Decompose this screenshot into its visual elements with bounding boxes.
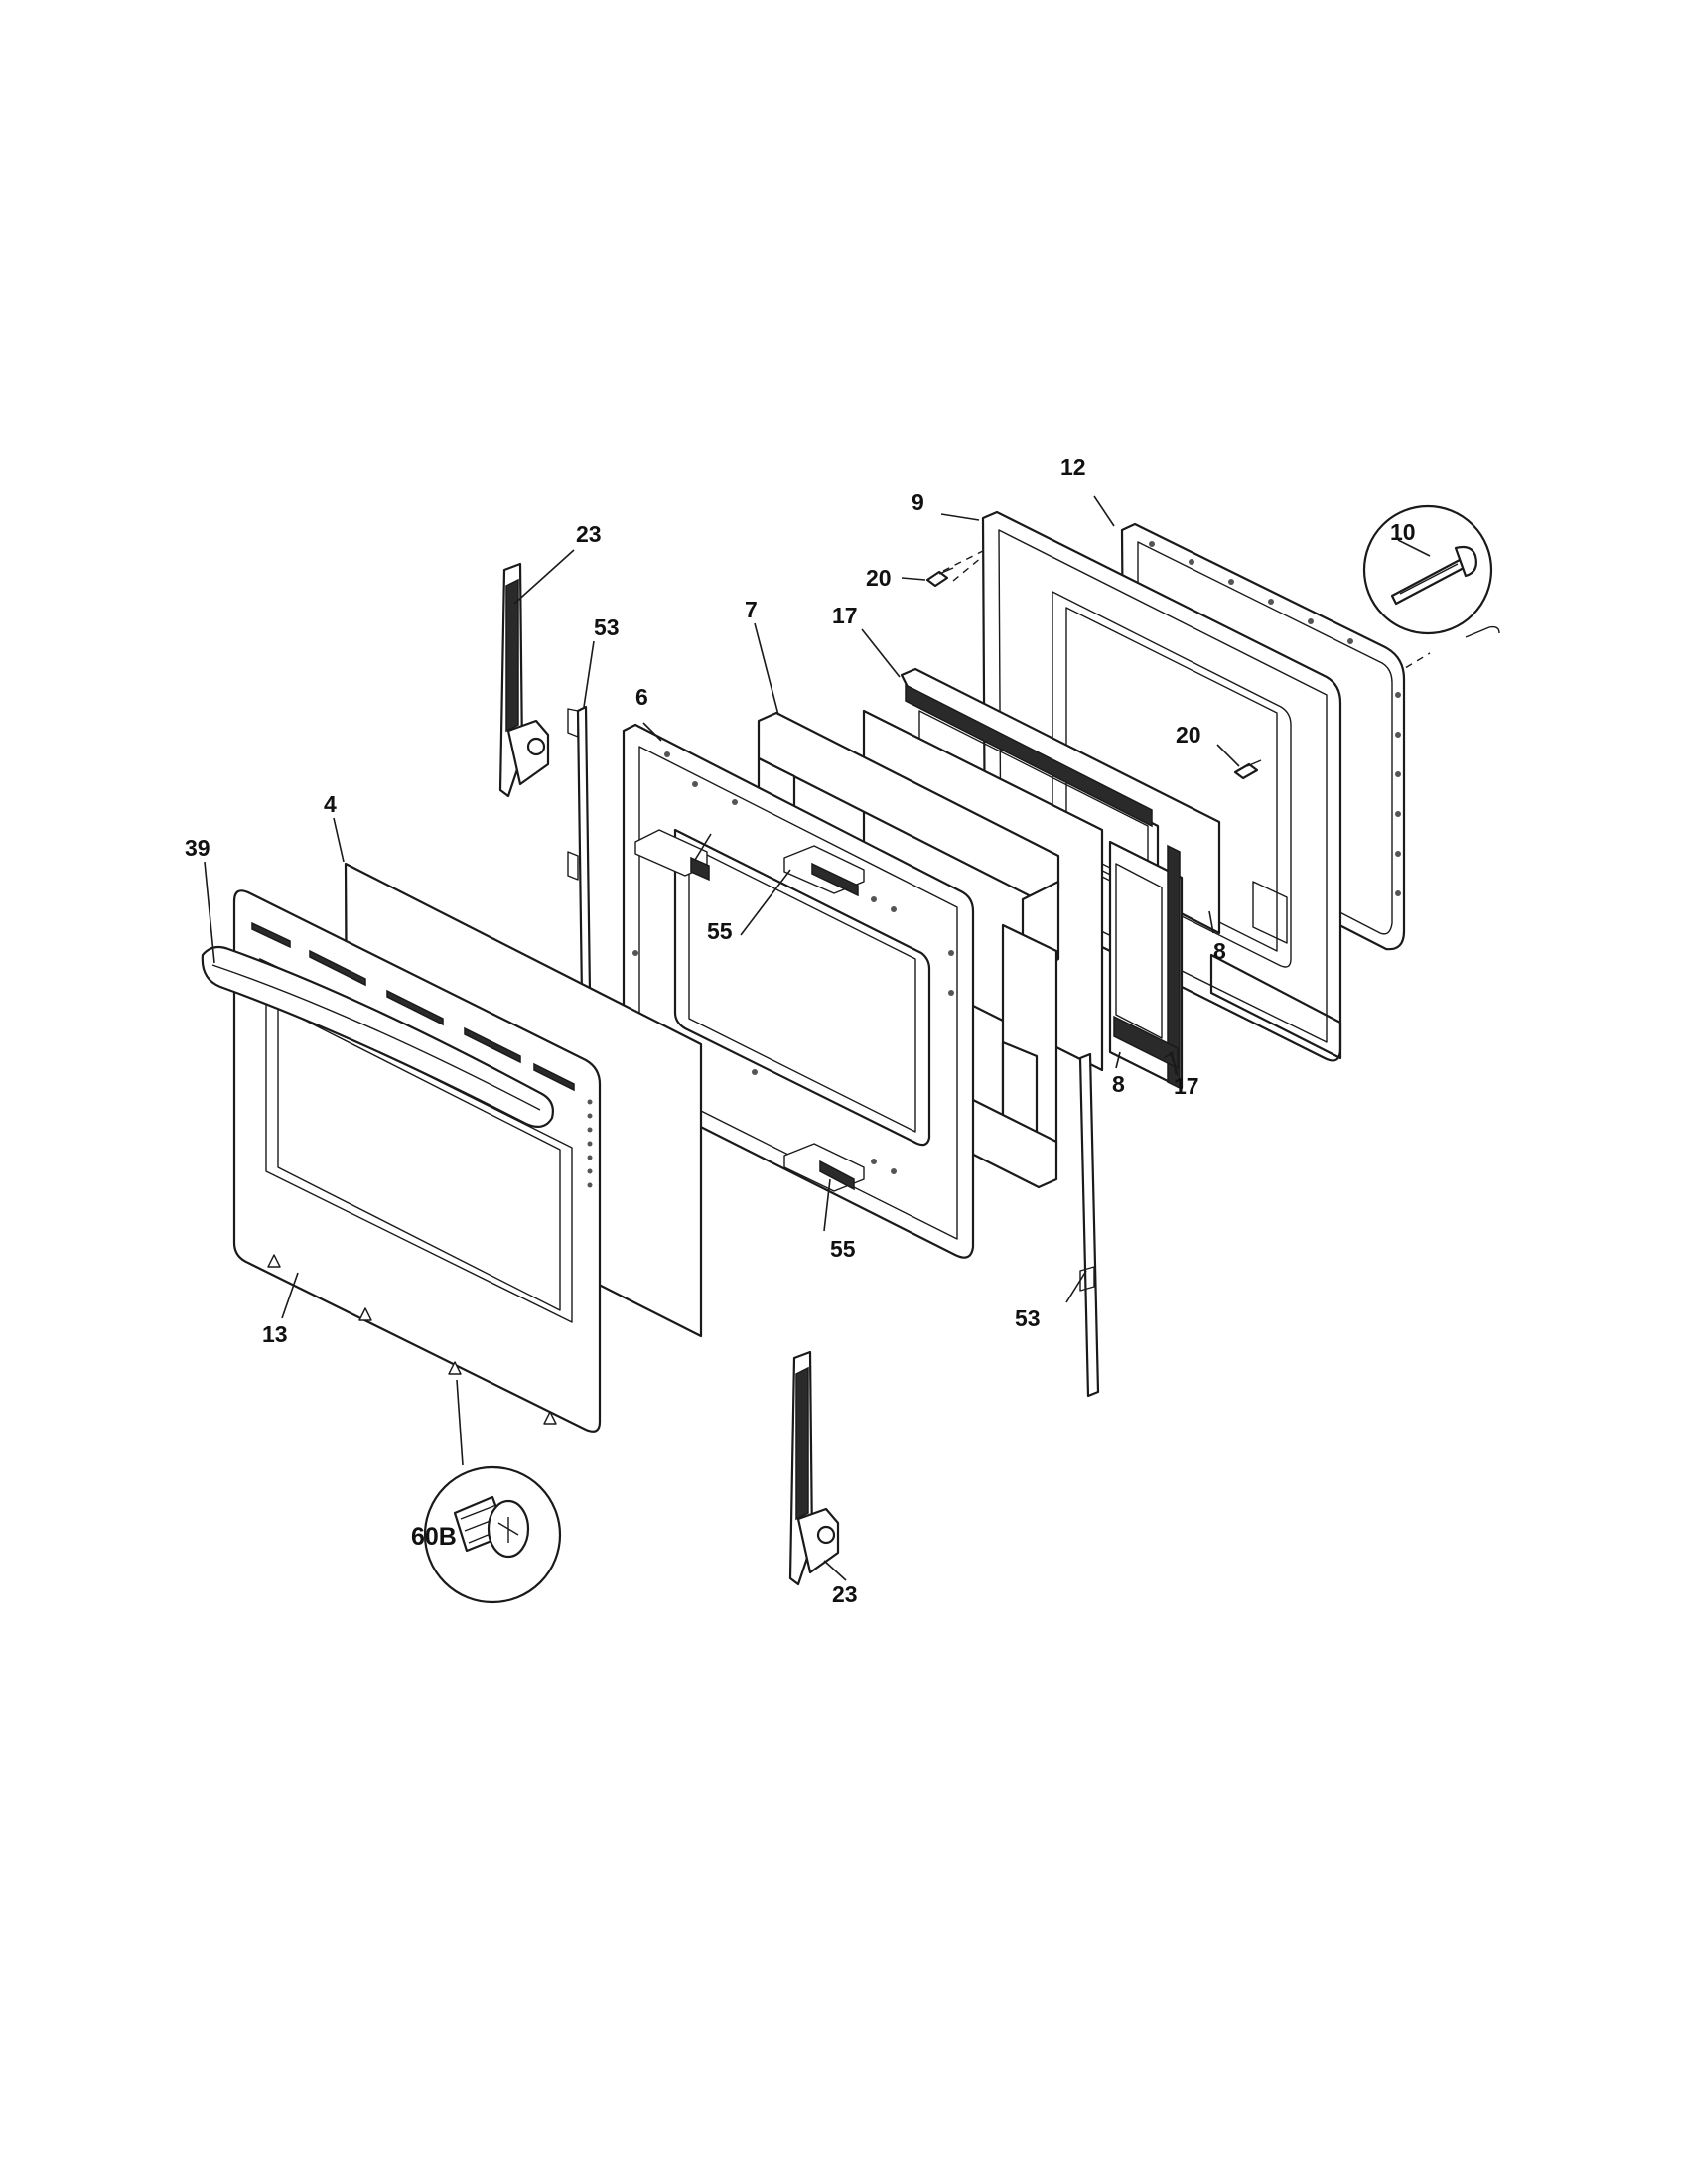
part-17-glass-pack-upper	[900, 667, 1221, 935]
part-53-door-trim-lower	[1078, 1052, 1100, 1398]
part-10-detail-callout	[1362, 504, 1500, 638]
callout-55-upper: 55	[707, 918, 733, 944]
part-60b-detail-callout	[423, 1465, 562, 1604]
part-23-hinge-lower	[788, 1350, 840, 1586]
callout-20-lower: 20	[1176, 722, 1201, 748]
callout-7: 7	[745, 597, 758, 622]
part-39-door-handle	[201, 945, 554, 1129]
callout-53-lower: 53	[1015, 1305, 1041, 1331]
part-20-screw-upper	[925, 567, 954, 588]
callout-60b: 60B	[411, 1523, 457, 1551]
callout-13: 13	[262, 1321, 288, 1347]
callout-39: 39	[185, 835, 210, 861]
part-53-door-trim-upper	[567, 705, 592, 999]
leader-lines	[204, 495, 1431, 1581]
part-6-door-frame	[622, 723, 975, 1259]
callout-55-lower: 55	[830, 1236, 856, 1262]
callout-17-lower: 17	[1174, 1073, 1199, 1099]
callout-labels: 12 9 10 20 20 23 23 53 53 7 17 17 6 4 39…	[185, 454, 1416, 1607]
callout-9: 9	[912, 489, 924, 515]
callout-20-upper: 20	[866, 565, 892, 591]
screw-60b-locations	[267, 1254, 557, 1425]
callout-4: 4	[324, 791, 337, 817]
part-17-glass-pack-lower	[1108, 840, 1184, 1090]
callout-17-upper: 17	[832, 603, 858, 628]
callout-8-upper: 8	[1213, 938, 1226, 964]
part-23-hinge-upper	[498, 562, 550, 798]
part-20-screw-lower	[1233, 759, 1262, 780]
callout-12: 12	[1060, 454, 1086, 479]
callout-23-lower: 23	[832, 1581, 858, 1607]
callout-8-lower: 8	[1112, 1071, 1125, 1097]
callout-23-upper: 23	[576, 521, 602, 547]
callout-53-upper: 53	[594, 614, 620, 640]
callout-10: 10	[1390, 519, 1416, 545]
callout-6: 6	[635, 684, 648, 710]
